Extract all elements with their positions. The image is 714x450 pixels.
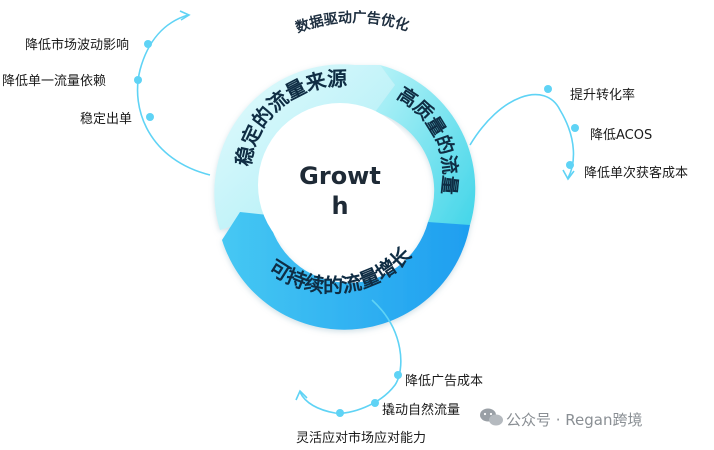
branch-right-item-2: 降低ACOS	[590, 128, 652, 143]
branch-bottom: 降低广告成本 撬动自然流量 灵活应对市场应对能力	[295, 299, 483, 446]
branch-right: 提升转化率 降低ACOS 降低单次获客成本	[469, 85, 688, 181]
center-text-line1: Growt	[299, 162, 381, 190]
branch-bottom-dot-1	[394, 371, 402, 379]
branch-right-dot-2	[571, 124, 579, 132]
ring-segment-right	[375, 65, 476, 238]
watermark-text: 公众号 · Regan跨境	[506, 411, 643, 429]
branch-bottom-dot-2	[371, 399, 379, 407]
branch-left-dot-3	[146, 113, 154, 121]
branch-right-item-3: 降低单次获客成本	[584, 165, 688, 181]
branch-left: 降低市场波动影响 降低单一流量依赖 稳定出单	[2, 10, 211, 176]
branch-left-dot-1	[144, 40, 152, 48]
arrow-head-icon	[179, 10, 191, 21]
center-circle	[258, 103, 422, 267]
watermark: 公众号 · Regan跨境	[480, 408, 643, 429]
branch-left-item-2: 降低单一流量依赖	[2, 74, 106, 89]
branch-bottom-item-2: 撬动自然流量	[382, 402, 460, 418]
branch-right-item-1: 提升转化率	[570, 87, 635, 103]
branch-bottom-item-1: 降低广告成本	[405, 374, 483, 389]
wechat-icon	[480, 408, 503, 426]
branch-right-dot-3	[566, 161, 574, 169]
top-label: 数据驱动广告优化	[293, 9, 411, 36]
branch-bottom-item-3: 灵活应对市场应对能力	[296, 430, 426, 446]
branch-right-dot-1	[544, 85, 552, 93]
branch-left-item-3: 稳定出单	[80, 111, 132, 127]
center-text-line2: h	[331, 192, 348, 220]
branch-left-item-1: 降低市场波动影响	[25, 37, 129, 53]
arrow-head-icon	[562, 169, 575, 181]
branch-left-dot-2	[134, 76, 142, 84]
arrow-head-icon	[295, 389, 308, 401]
ring-segment-bottom	[222, 212, 470, 330]
branch-right-curve	[469, 93, 575, 179]
branch-bottom-dot-3	[336, 409, 344, 417]
branch-left-curve	[136, 14, 211, 176]
